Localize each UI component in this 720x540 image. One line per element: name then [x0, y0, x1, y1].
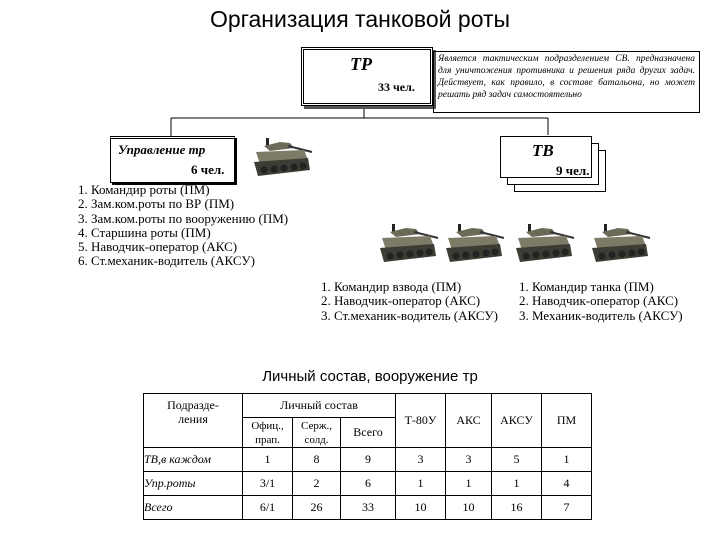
col-header-pm: ПМ [541, 393, 592, 448]
list-item: 6. Ст.механик-водитель (АКСУ) [78, 253, 255, 269]
platoon-box-front [500, 136, 592, 178]
table-cell: 1 [395, 471, 446, 496]
tank-icon [592, 224, 651, 262]
tank-icon [446, 224, 505, 262]
table-cell: 6/1 [242, 495, 293, 520]
col-header-unit: Подразде- ления [143, 393, 243, 448]
table-cell: 9 [340, 447, 396, 472]
table-cell: 1 [242, 447, 293, 472]
table-cell: 10 [445, 495, 492, 520]
list-item: 3. Зам.ком.роты по вооружению (ПМ) [78, 210, 289, 226]
table-cell: 1 [491, 471, 542, 496]
col-header-aks: АКС [445, 393, 492, 448]
list-item: 3. Механик-водитель (АКСУ) [519, 307, 683, 323]
table-cell: 8 [292, 447, 341, 472]
list-item: 4. Старшина роты (ПМ) [78, 224, 211, 240]
col-header-aksu: АКСУ [491, 393, 542, 448]
table-cell: 26 [292, 495, 341, 520]
table-cell: 4 [541, 471, 592, 496]
table-cell: 33 [340, 495, 396, 520]
table-cell: Упр.роты [143, 471, 243, 496]
list-item: 1. Командир танка (ПМ) [519, 279, 654, 294]
platoon-count: 9 чел. [556, 163, 590, 178]
management-count: 6 чел. [191, 162, 225, 177]
list-item: 3. Ст.механик-водитель (АКСУ) [321, 307, 498, 323]
table-cell: ТВ,в каждом [143, 447, 243, 472]
table-cell: 16 [491, 495, 542, 520]
platoon-commander-crew: 1. Командир взвода (ПМ) 2. Наводчик-опер… [321, 279, 498, 323]
col-header-total: Всего [340, 417, 396, 448]
page-title: Организация танковой роты [209, 6, 511, 32]
table-cell: 3 [395, 447, 446, 472]
table-cell: 2 [292, 471, 341, 496]
management-box [110, 136, 235, 183]
table-row: Всего 6/1 26 33 10 10 16 7 [143, 495, 592, 520]
table-cell: 1 [541, 447, 592, 472]
list-item: 1. Командир взвода (ПМ) [321, 279, 462, 294]
list-item: 1. Командир роты (ПМ) [78, 182, 210, 197]
table-cell: 3/1 [242, 471, 293, 496]
table-cell: Всего [143, 495, 243, 520]
management-label: Управление тр [118, 142, 206, 157]
tank-icon [516, 224, 575, 262]
tank-crew: 1. Командир танка (ПМ) 2. Наводчик-опера… [519, 279, 683, 323]
list-item: 2. Наводчик-оператор (АКС) [519, 293, 679, 309]
table-cell: 3 [445, 447, 492, 472]
table-cell: 5 [491, 447, 542, 472]
table-row: ТВ,в каждом 1 8 9 3 3 5 1 [143, 447, 592, 472]
platoon-label: ТВ [532, 141, 554, 160]
company-description: Является тактическим подразделением СВ. … [433, 51, 700, 113]
company-count: 33 чел. [378, 80, 415, 94]
list-item: 5. Наводчик-оператор (АКС) [78, 239, 238, 255]
col-header-officers: Офиц., прап. [242, 417, 293, 448]
tank-icon [380, 224, 439, 262]
list-item: 2. Зам.ком.роты по ВР (ПМ) [78, 196, 235, 212]
table-cell: 10 [395, 495, 446, 520]
management-members: 1. Командир роты (ПМ) 2. Зам.ком.роты по… [78, 182, 289, 269]
tank-icon [254, 138, 313, 176]
table-row: Упр.роты 3/1 2 6 1 1 1 4 [143, 471, 592, 496]
list-item: 2. Наводчик-оператор (АКС) [321, 293, 481, 309]
col-header-personnel: Личный состав [242, 393, 396, 418]
col-header-sergeants: Серж., солд. [292, 417, 341, 448]
table-cell: 6 [340, 471, 396, 496]
table-cell: 7 [541, 495, 592, 520]
company-label: ТР [350, 54, 372, 74]
staff-title: Личный состав, вооружение тр [262, 368, 478, 385]
col-header-t80: Т-80У [395, 393, 446, 448]
staff-table: Подразде- ления Личный состав Т-80У АКС … [143, 393, 592, 520]
company-box [301, 47, 433, 106]
table-cell: 1 [445, 471, 492, 496]
